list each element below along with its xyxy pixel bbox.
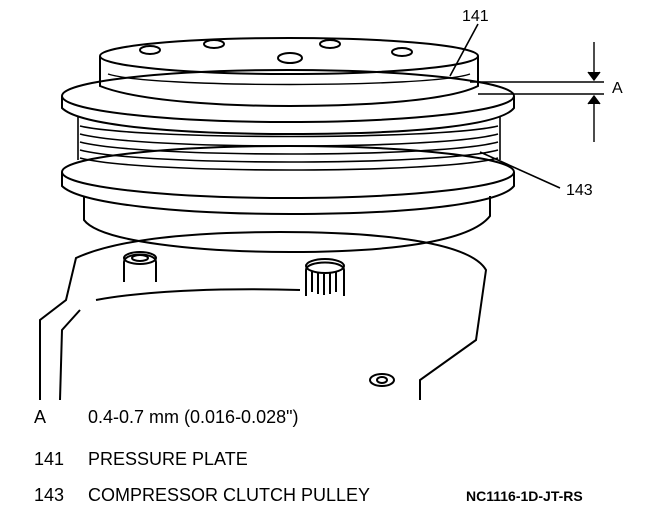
legend-key: 143: [34, 485, 65, 505]
leader-141: [449, 23, 479, 77]
callout-a: A: [612, 80, 623, 97]
leader-143: [479, 151, 561, 189]
legend-text: PRESSURE PLATE: [88, 449, 248, 469]
pulley-upper-flange: [61, 69, 515, 136]
compressor-housing: [39, 230, 488, 400]
legend-key: A: [34, 407, 47, 427]
belt-grooves: [77, 116, 501, 171]
legend-text: COMPRESSOR CLUTCH PULLEY: [88, 485, 371, 505]
legend-row: 143 COMPRESSOR CLUTCH PULLEY: [34, 484, 370, 506]
callout-143: 143: [566, 182, 593, 199]
gap-dimension-a: [470, 42, 604, 142]
legend-row: 141 PRESSURE PLATE: [34, 448, 248, 470]
bolt-head: [305, 258, 345, 296]
callout-141: 141: [462, 8, 489, 25]
pressure-plate: [99, 37, 479, 108]
pulley-hub: [83, 196, 491, 254]
legend-row: A 0.4-0.7 mm (0.016-0.028"): [34, 406, 299, 428]
clutch-diagram: [39, 23, 604, 400]
legend-text: 0.4-0.7 mm (0.016-0.028"): [88, 407, 299, 427]
document-id: NC1116-1D-JT-RS: [466, 488, 583, 504]
legend-key: 141: [34, 449, 65, 469]
bolt-head: [123, 251, 157, 282]
